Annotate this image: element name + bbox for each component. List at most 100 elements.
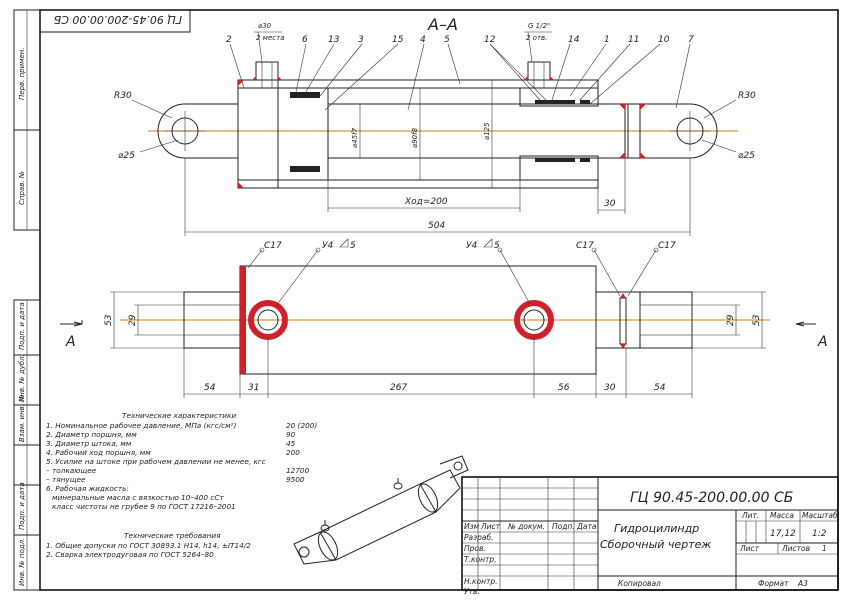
scale-value: 1:2 [812, 529, 827, 539]
callout-14: 14 [568, 35, 580, 45]
height-29-right: 29 [726, 314, 736, 326]
section-view: А–А [114, 15, 756, 236]
dim-31: 31 [248, 383, 259, 393]
callout-12: 12 [484, 35, 496, 45]
rotated-drawing-code: ГЦ 90.45-200.00.00 СБ [54, 13, 182, 26]
callout-1: 1 [604, 35, 610, 45]
strip-label-5: Взам. инв. № [18, 394, 26, 442]
spec-row-7: – тянущее [46, 475, 86, 484]
callout-6: 6 [302, 35, 308, 45]
scale-label: Масштаб [802, 511, 838, 520]
tube-diameter: ⌀125 [483, 122, 491, 140]
weld-u2-size: 5 [494, 241, 500, 251]
lit-label: Лит. [741, 511, 759, 520]
rod-diameter: ⌀45f7 [351, 127, 359, 148]
spec-value-6: 12700 [286, 466, 310, 475]
tech-specs: Технические характеристики 1. Номинально… [46, 411, 317, 559]
spec-value-1: 20 (200) [286, 421, 317, 430]
diameter-right: ⌀25 [738, 151, 755, 161]
strip-label-1: Перв. примен. [18, 47, 26, 100]
row-prov: Пров. [464, 544, 486, 553]
strip-label-4: Инв. № дубл. [18, 354, 26, 402]
row-razrab: Разраб. [464, 533, 493, 542]
col-doc: № докум. [507, 522, 545, 531]
port-left-note: 2 места [256, 34, 284, 42]
rotated-code-box: ГЦ 90.45-200.00.00 СБ [39, 9, 191, 33]
spec-value-3: 45 [286, 439, 296, 448]
weld-u2: У4 [466, 241, 477, 251]
isometric-view [293, 455, 469, 565]
mass-label: Масса [770, 511, 794, 520]
spec-value-4: 200 [286, 448, 300, 457]
col-izm: Изм [464, 522, 480, 531]
tech-req-2: 2. Сварка электродуговая по ГОСТ 5264–80 [46, 550, 214, 559]
format-value: А3 [797, 579, 808, 588]
weld-label-right-2: С17 [658, 241, 676, 251]
weld-label-right-1: С17 [576, 241, 594, 251]
spec-row-1: 1. Номинальное рабочее давление, МПа (кг… [46, 421, 237, 430]
row-utv: Утв. [464, 587, 480, 596]
dim-30-top: 30 [604, 199, 616, 209]
strip-label-3: Подп. и дата [18, 302, 26, 350]
tech-specs-heading: Технические характеристики [122, 411, 236, 420]
callout-13: 13 [328, 35, 340, 45]
spec-row-4: 4. Рабочий ход поршня, мм [46, 448, 151, 457]
format-label: Формат [758, 579, 789, 588]
plan-view: А А С17 У4 5 У4 5 С17 С17 53 29 [60, 238, 828, 398]
callout-2: 2 [226, 35, 232, 45]
dim-54-right: 54 [654, 383, 666, 393]
strip-label-6: Подп. и дата [18, 482, 26, 530]
bottom-dimensions: 54 31 267 56 30 54 [183, 337, 693, 398]
spec-value-2: 90 [286, 430, 296, 439]
spec-row-5: 5. Усилие на штоке при рабочем давлении … [46, 457, 266, 466]
callout-10: 10 [658, 35, 670, 45]
piston-diameter: ⌀90f8 [411, 127, 419, 148]
sheets-value: 1 [822, 544, 827, 553]
callout-4: 4 [420, 35, 426, 45]
radius-right: R30 [738, 91, 756, 101]
dim-54-left: 54 [204, 383, 216, 393]
strip-label-2: Справ. № [18, 171, 26, 205]
sheet-label: Лист [739, 544, 760, 553]
mass-value: 17,12 [770, 529, 796, 539]
weld-u1-size: 5 [350, 241, 356, 251]
height-29-left: 29 [128, 314, 138, 326]
title-line-1: Гидроцилиндр [614, 522, 699, 535]
height-53-left: 53 [104, 314, 114, 326]
section-label: А–А [427, 15, 458, 34]
callout-3: 3 [358, 35, 364, 45]
strip-label-7: Инв. № подл. [18, 538, 26, 586]
sheets-label: Листов [781, 544, 810, 553]
title-line-2: Сборочный чертеж [600, 538, 711, 551]
port-right-size: G 1/2" [528, 22, 550, 30]
col-sign: Подп. [552, 522, 575, 531]
dim-56: 56 [558, 383, 570, 393]
seals [290, 92, 590, 172]
spec-row-2: 2. Диаметр поршня, мм [46, 430, 137, 439]
spec-row-6: – толкающее [46, 466, 97, 475]
section-marker-right: А [817, 334, 828, 350]
spec-row-9: минеральные масла с вязкостью 10–400 сСт [52, 493, 224, 502]
height-53-right: 53 [752, 314, 762, 326]
port-right-note: 2 отв. [526, 34, 547, 42]
weld-marks [238, 76, 646, 188]
dim-267: 267 [390, 383, 407, 393]
weld-label-left: С17 [264, 241, 282, 251]
stroke-dim: Ход=200 [404, 197, 448, 207]
col-list: Лист [480, 522, 501, 531]
callout-5: 5 [444, 35, 450, 45]
dim-504: 504 [428, 221, 445, 231]
left-strip: Перв. примен. Справ. № Подп. и дата Инв.… [13, 9, 41, 591]
port-left-size: ⌀30 [258, 22, 272, 30]
callout-11: 11 [628, 35, 639, 45]
row-nkontr: Н.контр. [464, 577, 498, 586]
spec-row-10: класс чистоты не грубее 9 по ГОСТ 17216–… [52, 502, 236, 511]
callout-numbers: 2 6 13 3 15 4 5 12 14 1 11 10 7 [226, 35, 694, 111]
diameter-left: ⌀25 [118, 151, 135, 161]
drawing-code: ГЦ 90.45-200.00.00 СБ [630, 490, 793, 506]
callout-7: 7 [688, 35, 694, 45]
col-date: Дата [576, 522, 597, 531]
spec-value-7: 9500 [286, 475, 305, 484]
tech-req-1: 1. Общие допуски по ГОСТ 30893.1 H14, h1… [46, 541, 251, 550]
